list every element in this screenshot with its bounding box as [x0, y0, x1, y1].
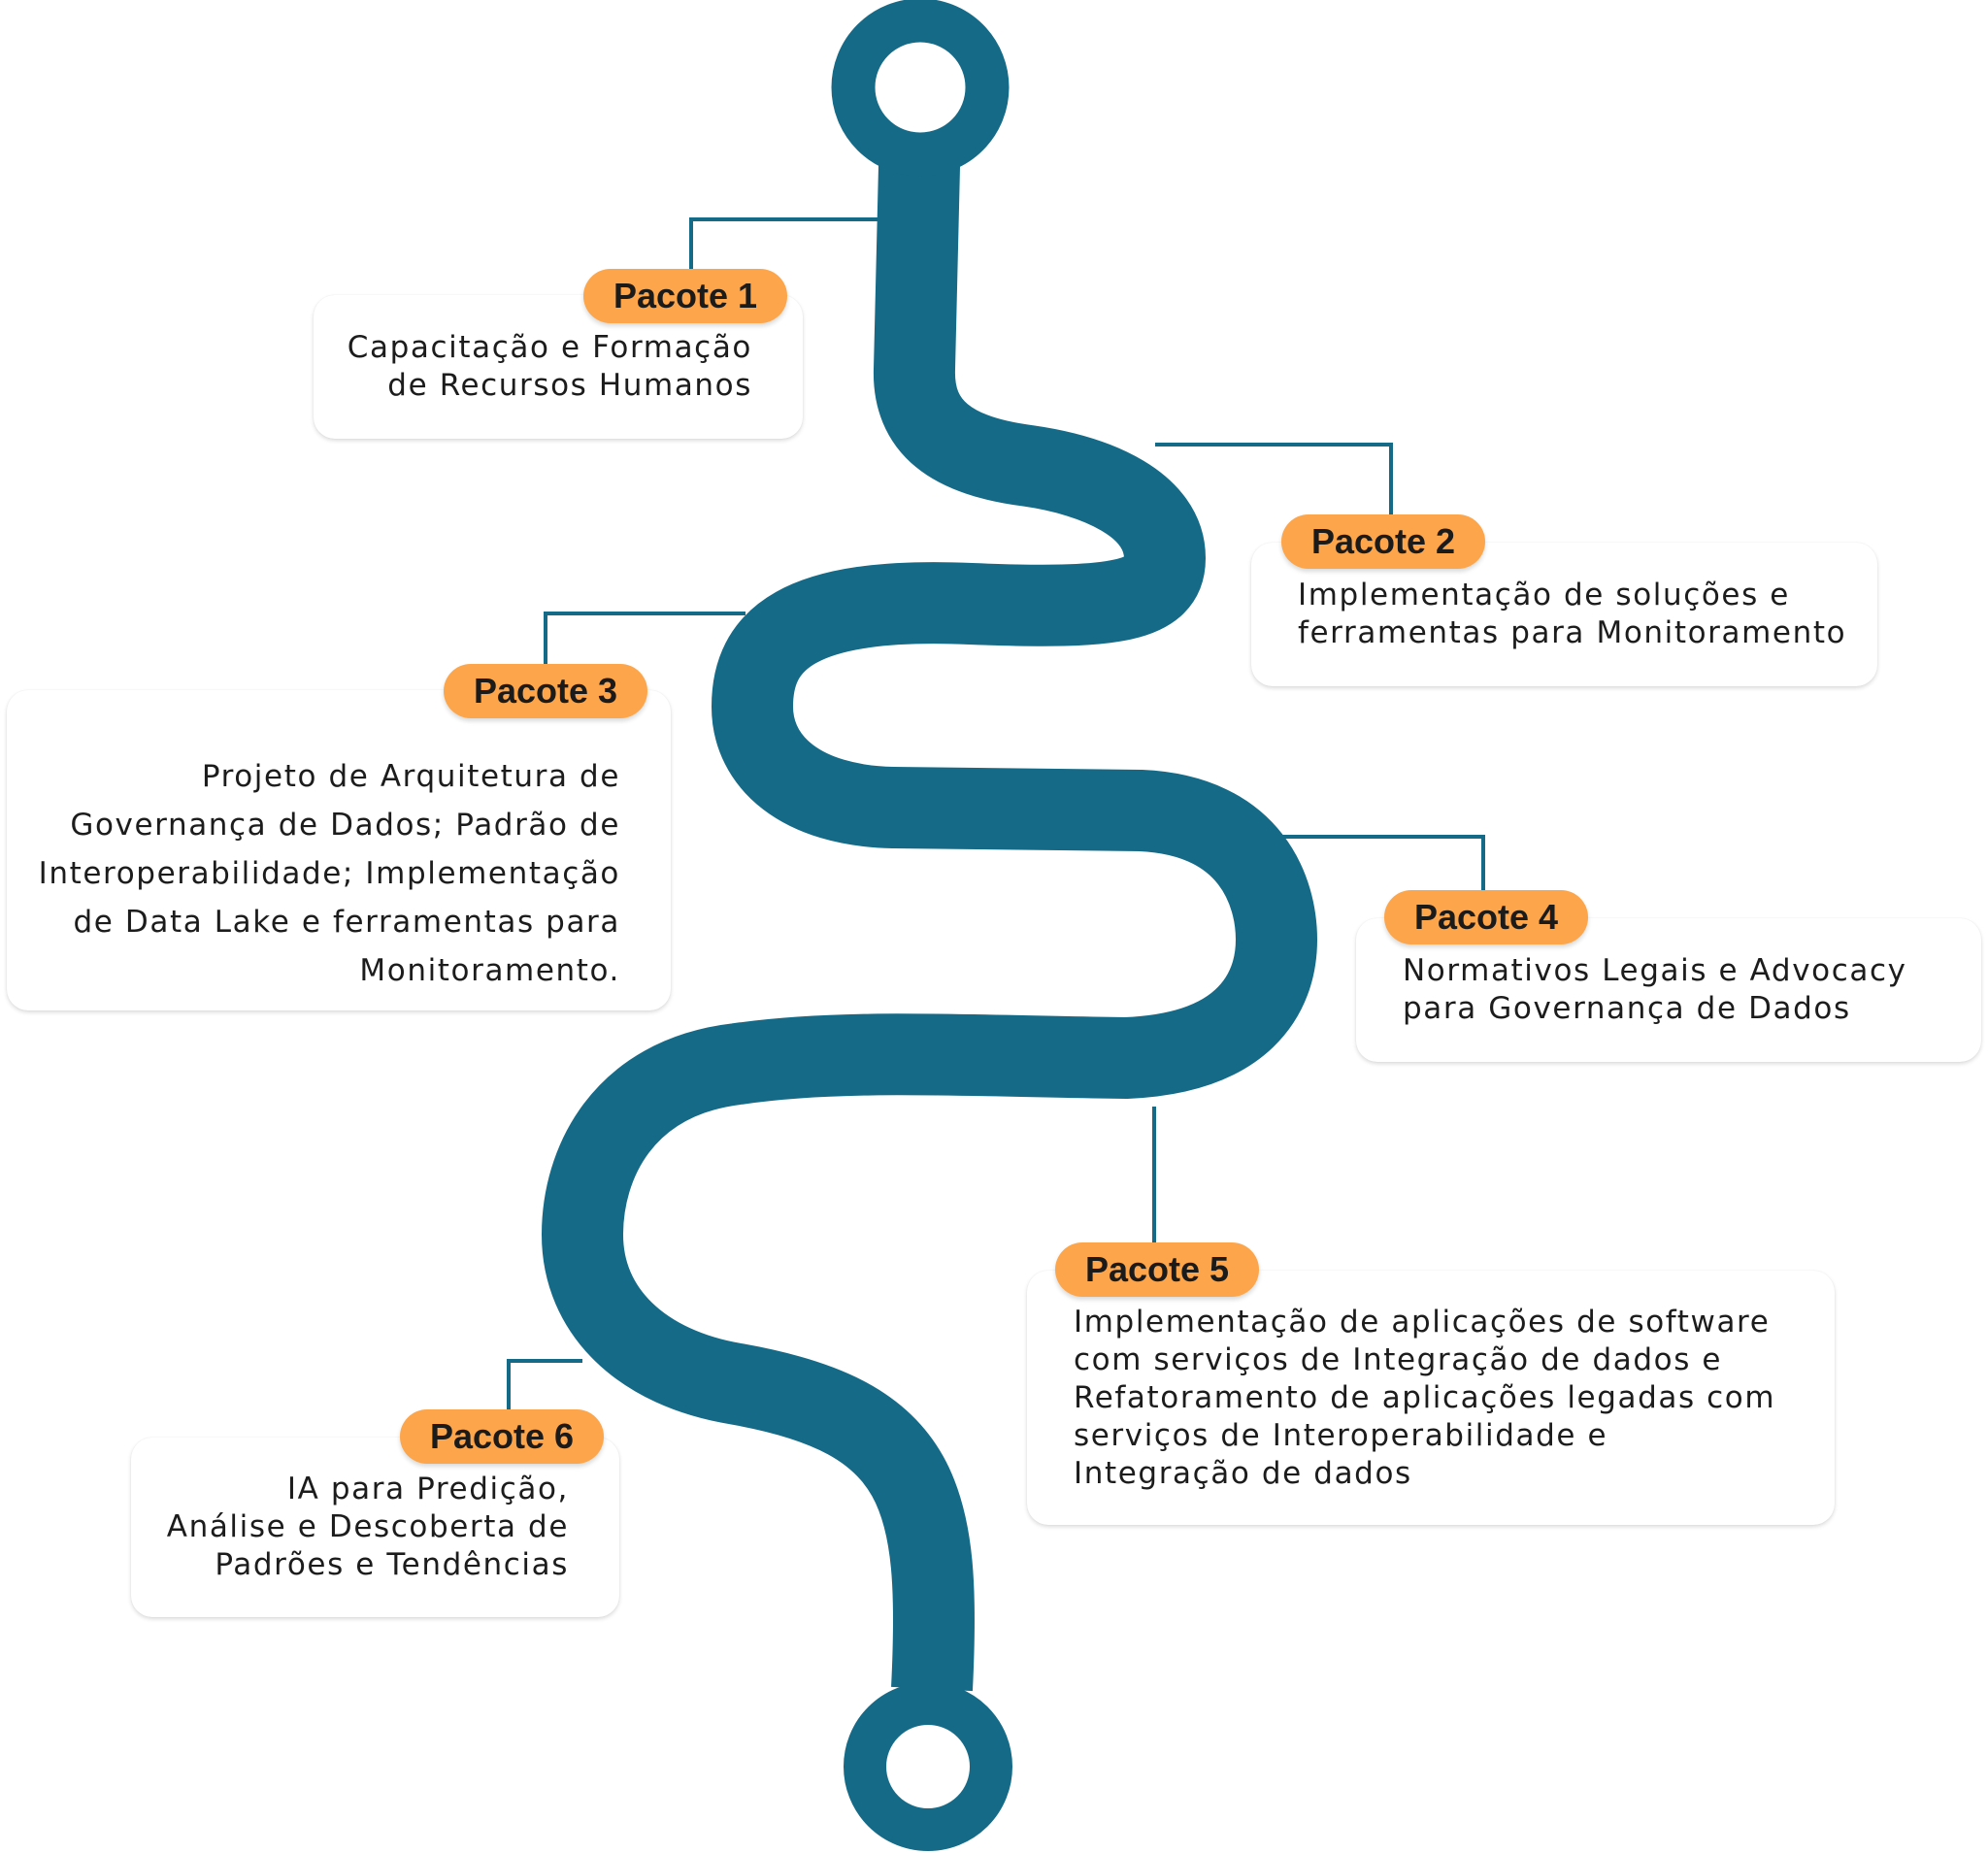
connector-pacote-3 [544, 612, 746, 664]
package-label: Pacote 4 [1413, 897, 1559, 937]
connector-pacote-4 [1281, 835, 1485, 891]
connector-pacote-1 [689, 217, 878, 272]
connector-pacote-2 [1155, 443, 1393, 516]
package-badge-4: Pacote 4 [1384, 890, 1588, 944]
package-card-1: Capacitação e Formação de Recursos Human… [314, 295, 803, 439]
package-description: Normativos Legais e Advocacy para Govern… [1403, 953, 1907, 1026]
package-label: Pacote 3 [473, 671, 618, 711]
package-badge-2: Pacote 2 [1281, 514, 1485, 569]
package-card-6: IA para Predição, Análise e Descoberta d… [131, 1438, 619, 1617]
package-label: Pacote 1 [613, 276, 758, 315]
package-card-5: Implementação de aplicações de software … [1027, 1271, 1835, 1525]
package-label: Pacote 5 [1084, 1249, 1230, 1289]
package-badge-5: Pacote 5 [1055, 1242, 1259, 1297]
package-description: Projeto de Arquitetura de Governança de … [38, 759, 620, 988]
package-badge-1: Pacote 1 [583, 269, 787, 323]
package-label: Pacote 6 [429, 1416, 575, 1456]
end-node [844, 1682, 1012, 1851]
package-description: Implementação de soluções e ferramentas … [1298, 578, 1847, 650]
start-node [831, 0, 1010, 177]
package-badge-6: Pacote 6 [400, 1409, 604, 1464]
package-description: Capacitação e Formação de Recursos Human… [347, 330, 752, 403]
winding-road [542, 124, 1317, 1692]
connector-pacote-6 [507, 1359, 582, 1411]
package-description: IA para Predição, Análise e Descoberta d… [166, 1472, 569, 1582]
package-card-3: Projeto de Arquitetura de Governança de … [7, 690, 671, 1010]
connector-lines [507, 217, 1485, 1411]
package-description: Implementação de aplicações de software … [1074, 1304, 1776, 1491]
package-label: Pacote 2 [1310, 521, 1456, 561]
package-badge-3: Pacote 3 [444, 664, 647, 718]
